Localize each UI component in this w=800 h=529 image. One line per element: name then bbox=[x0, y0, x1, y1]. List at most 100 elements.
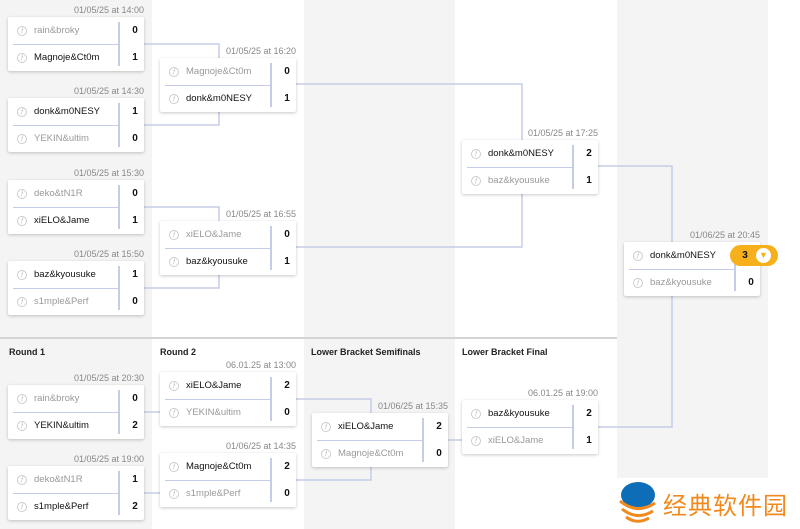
team-name: donk&m0NESY bbox=[34, 106, 101, 117]
match-date: 06.01.25 at 19:00 bbox=[527, 388, 598, 398]
team-score: 0 bbox=[284, 488, 290, 499]
team-name: baz&kyousuke bbox=[34, 269, 96, 280]
team-name: xiELO&Jame bbox=[186, 229, 242, 240]
team-row[interactable]: ƒ baz&kyousuke 2 bbox=[462, 400, 598, 427]
team-logo-icon: ƒ bbox=[17, 420, 27, 431]
connector bbox=[144, 206, 220, 221]
match-date: 01/05/25 at 15:30 bbox=[73, 168, 144, 178]
row-divider bbox=[13, 411, 119, 413]
header-round-1: Round 1 bbox=[9, 347, 45, 357]
team-score: 0 bbox=[132, 188, 138, 199]
team-name: xiELO&Jame bbox=[338, 421, 394, 432]
team-name: donk&m0NESY bbox=[186, 93, 253, 104]
team-logo-icon: ƒ bbox=[633, 250, 643, 261]
team-name: rain&broky bbox=[34, 393, 80, 404]
team-name: YEKIN&ultim bbox=[186, 407, 241, 418]
team-score: 2 bbox=[284, 461, 290, 472]
team-row[interactable]: ƒ Magnoje&Ct0m 2 bbox=[160, 453, 296, 480]
team-name: baz&kyousuke bbox=[488, 408, 550, 419]
team-logo-icon: ƒ bbox=[169, 461, 179, 472]
team-score: 1 bbox=[132, 269, 138, 280]
row-divider bbox=[13, 287, 119, 289]
row-divider bbox=[165, 479, 271, 481]
team-name: donk&m0NESY bbox=[650, 250, 717, 261]
team-score: 0 bbox=[436, 448, 442, 459]
row-divider bbox=[317, 439, 423, 441]
bracket-divider bbox=[0, 337, 617, 339]
match-date: 01/05/25 at 14:00 bbox=[73, 5, 144, 15]
team-score: 2 bbox=[586, 408, 592, 419]
row-divider bbox=[13, 43, 119, 45]
team-score: 0 bbox=[132, 296, 138, 307]
connector bbox=[295, 193, 523, 248]
team-score: 1 bbox=[132, 215, 138, 226]
team-logo-icon: ƒ bbox=[169, 488, 179, 499]
team-logo-icon: ƒ bbox=[169, 66, 179, 77]
header-lb-final: Lower Bracket Final bbox=[462, 347, 548, 357]
team-logo-icon: ƒ bbox=[17, 133, 27, 144]
team-name: Magnoje&Ct0m bbox=[186, 461, 252, 472]
team-score: 2 bbox=[132, 420, 138, 431]
team-score: 0 bbox=[748, 277, 754, 288]
team-name: s1mple&Perf bbox=[34, 296, 89, 307]
team-name: Magnoje&Ct0m bbox=[34, 52, 100, 63]
match-date: 01/06/25 at 20:45 bbox=[689, 230, 760, 240]
connector bbox=[598, 165, 673, 242]
team-name: rain&broky bbox=[34, 25, 80, 36]
team-score: 1 bbox=[284, 256, 290, 267]
team-score: 0 bbox=[132, 393, 138, 404]
match-date: 01/05/25 at 15:50 bbox=[73, 249, 144, 259]
row-divider bbox=[165, 398, 271, 400]
watermark-logo: 经典软件园 bbox=[617, 481, 788, 525]
team-logo-icon: ƒ bbox=[471, 408, 481, 419]
team-row[interactable]: ƒ rain&broky 0 bbox=[8, 385, 144, 412]
team-logo-icon: ƒ bbox=[169, 407, 179, 418]
team-name: donk&m0NESY bbox=[488, 148, 555, 159]
team-logo-icon: ƒ bbox=[17, 393, 27, 404]
match-date: 01/05/25 at 20:30 bbox=[73, 373, 144, 383]
match-date: 01/05/25 at 16:55 bbox=[225, 209, 296, 219]
team-logo-icon: ƒ bbox=[17, 106, 27, 117]
team-name: xiELO&Jame bbox=[186, 380, 242, 391]
